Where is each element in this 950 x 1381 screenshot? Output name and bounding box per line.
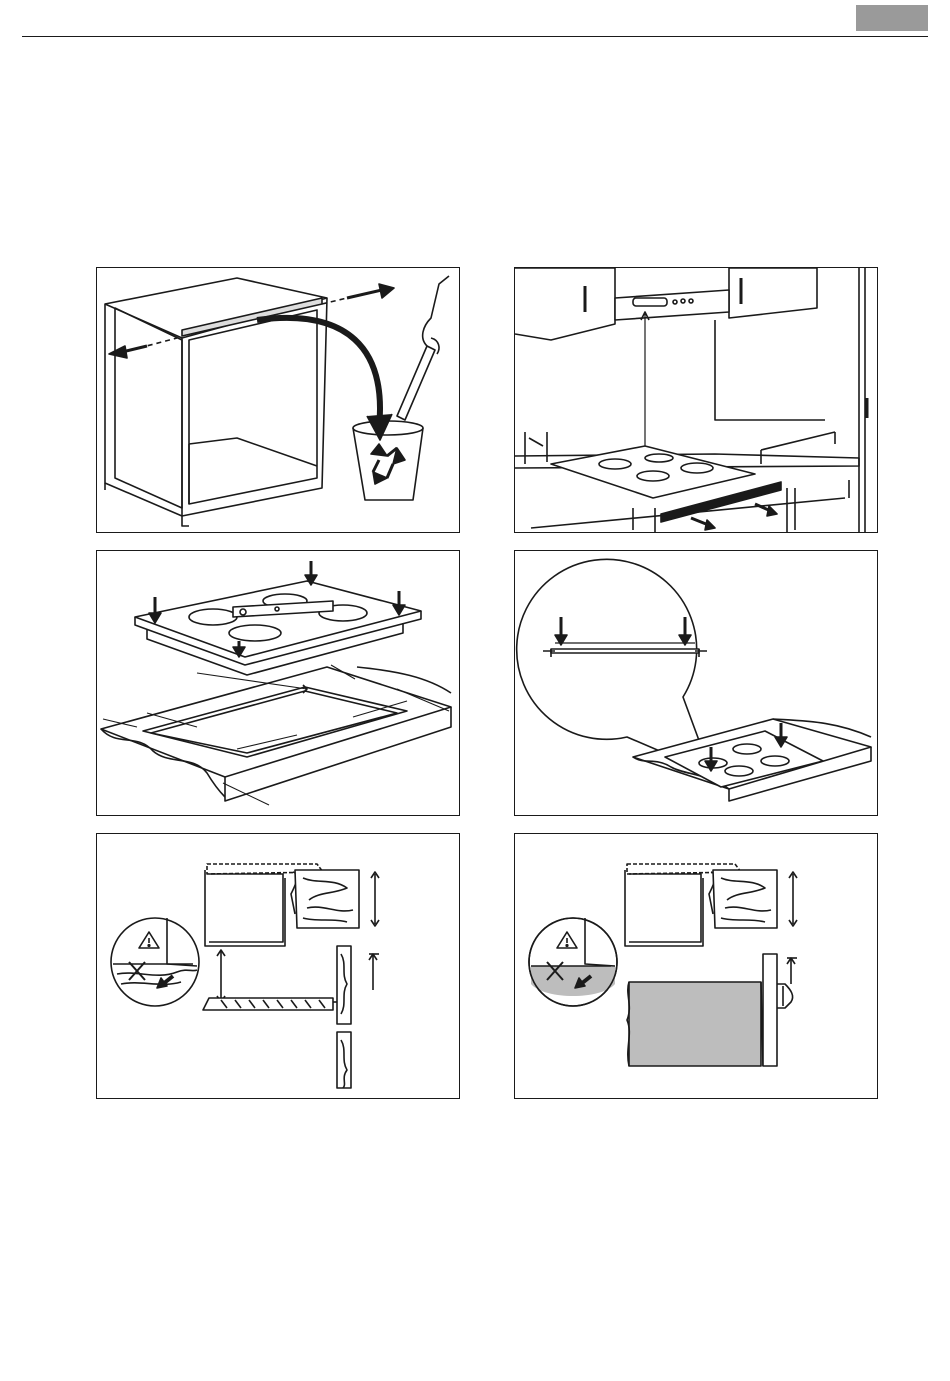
- hob-icon: [135, 581, 421, 675]
- recycle-bin-icon: [353, 421, 423, 500]
- pull-arrow-right: [347, 290, 382, 298]
- worktop-icon: [101, 667, 451, 801]
- shelf-board-icon: [203, 998, 333, 1010]
- figure-press-hob-into-place: [514, 550, 878, 816]
- figure-cutout-and-place-hob: [96, 550, 460, 816]
- throw-arrow-head: [367, 414, 392, 440]
- hand-icon: [397, 276, 449, 420]
- figure-oven-below: [514, 833, 878, 1099]
- hood-icon: [615, 290, 729, 320]
- page-tab: [856, 5, 928, 31]
- figure-clearance-distances: [514, 267, 878, 533]
- magnifier-callout-icon: [517, 559, 711, 773]
- figure-remove-cabinet-rail: [96, 267, 460, 533]
- oven-icon: [627, 954, 793, 1066]
- header-rule: [22, 36, 928, 37]
- warning-circle: [529, 918, 617, 1006]
- wooden-panel-icon: [713, 870, 777, 928]
- wooden-panel-icon: [295, 870, 359, 928]
- figure-drawer-separation: [96, 833, 460, 1099]
- warning-circle: [111, 918, 199, 1006]
